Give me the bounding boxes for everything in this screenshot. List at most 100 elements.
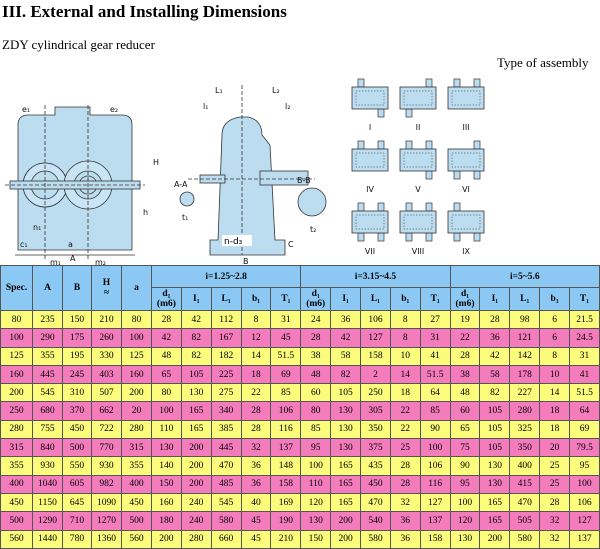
table-cell: 48: [300, 364, 332, 385]
table-cell: 106: [569, 492, 600, 513]
table-cell: 14: [539, 383, 571, 403]
table-cell: 64: [419, 383, 451, 403]
table-cell: 1150: [32, 492, 63, 513]
table-cell: 80: [121, 309, 152, 330]
table-cell: 106: [360, 309, 391, 330]
table-cell: 8: [389, 328, 421, 348]
table-cell: 250: [360, 383, 391, 403]
table-cell: 120: [449, 511, 481, 531]
table-cell: 315: [0, 438, 33, 458]
dim-B: B: [243, 257, 249, 265]
table-cell: 240: [180, 492, 212, 513]
table-cell: 10: [539, 364, 571, 385]
table-cell: 36: [389, 529, 421, 549]
table-cell: 403: [91, 364, 122, 385]
table-cell: 28: [389, 456, 421, 476]
table-cell: 106: [419, 456, 451, 476]
table-cell: 18: [240, 364, 272, 385]
assembly-type-label: I: [369, 123, 371, 132]
table-cell: 28: [300, 328, 332, 348]
table-cell: 42: [479, 346, 511, 366]
table-cell: 100: [0, 328, 33, 348]
table-cell: 550: [62, 456, 92, 476]
table-cell: 125: [0, 346, 33, 366]
table-cell: 505: [509, 511, 541, 531]
table-cell: 445: [32, 364, 63, 385]
table-cell: 36: [389, 511, 421, 531]
table-cell: 32: [539, 511, 571, 531]
table-cell: 64: [569, 401, 600, 421]
assembly-type-V: V: [399, 140, 437, 194]
table-cell: 79.5: [569, 438, 600, 458]
table-cell: 130: [449, 529, 481, 549]
table-cell: 14: [240, 346, 272, 366]
table-cell: 32: [539, 529, 571, 549]
table-cell: 65: [151, 364, 182, 385]
table-cell: 200: [121, 383, 152, 403]
table-cell: 310: [62, 383, 92, 403]
dim-l2: l₂: [285, 102, 290, 111]
table-cell: 178: [509, 364, 541, 385]
shaft-icon: [453, 232, 461, 242]
subheader-2-1: I₁: [330, 287, 362, 311]
table-cell: 200: [479, 529, 511, 549]
table-cell: 112: [210, 309, 242, 330]
dim-nd3: n-d₃: [224, 237, 243, 247]
dim-l1: l₁: [203, 102, 208, 111]
subheader-3-1: I₁: [479, 287, 511, 311]
table-cell: 930: [91, 456, 122, 476]
table-cell: 235: [32, 309, 63, 330]
table-cell: 500: [0, 511, 33, 531]
subheader-2-3: b₁: [389, 287, 421, 311]
table-cell: 85: [300, 419, 332, 440]
table-cell: 85: [270, 383, 302, 403]
table-cell: 280: [121, 419, 152, 440]
table-cell: 18: [539, 401, 571, 421]
subheader-label: d₁: [460, 289, 470, 299]
table-cell: 1090: [91, 492, 122, 513]
table-cell: 82: [180, 346, 212, 366]
table-cell: 125: [121, 346, 152, 366]
shaft-icon: [425, 140, 433, 150]
assembly-type-VII: VII: [351, 202, 389, 256]
table-cell: 60: [449, 401, 481, 421]
assembly-type-label: IX: [462, 247, 470, 256]
group-header-2: i=3.15~4.5: [300, 265, 451, 288]
assembly-type-label: VIII: [412, 247, 425, 256]
table-cell: 680: [32, 401, 63, 421]
table-cell: 41: [569, 364, 600, 385]
table-cell: 210: [270, 529, 302, 549]
table-cell: 69: [270, 364, 302, 385]
table-cell: 100: [300, 456, 332, 476]
header-H-note: ≈: [103, 288, 110, 298]
table-cell: 1360: [91, 529, 122, 549]
table-cell: 275: [210, 383, 242, 403]
table-cell: 28: [539, 492, 571, 513]
table-cell: 36: [240, 456, 272, 476]
table-cell: 31: [569, 346, 600, 366]
table-cell: 32: [240, 438, 272, 458]
shaft-icon: [405, 140, 413, 150]
housing-icon: [351, 86, 389, 110]
subheader-3-0: d₁(m6): [449, 287, 481, 311]
table-cell: 69: [569, 419, 600, 440]
table-cell: 500: [62, 438, 92, 458]
assembly-type-label: VII: [365, 247, 375, 256]
table-cell: 930: [32, 456, 63, 476]
side-view: [179, 85, 327, 256]
subheader-3-2: L₁: [509, 287, 541, 311]
table-cell: 470: [210, 456, 242, 476]
table-cell: 755: [32, 419, 63, 440]
shaft-icon: [377, 108, 385, 118]
subheader-note: (m6): [306, 299, 326, 309]
table-cell: 200: [180, 438, 212, 458]
table-cell: 175: [62, 328, 92, 348]
table-cell: 22: [389, 401, 421, 421]
table-cell: 105: [479, 419, 511, 440]
